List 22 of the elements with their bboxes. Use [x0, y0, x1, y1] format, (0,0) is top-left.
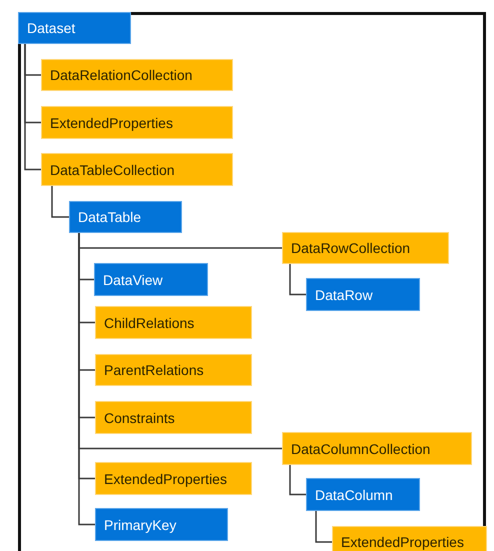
class-box: ExtendedProperties: [96, 463, 251, 494]
class-box: DataColumn: [307, 479, 419, 510]
class-box: DataRow: [307, 279, 419, 310]
connector-line: [289, 263, 307, 296]
connector-line: [289, 464, 307, 496]
connector-line: [24, 43, 42, 170]
connector-line: [315, 510, 333, 543]
class-box: Dataset: [19, 13, 130, 43]
class-box: DataRelationCollection: [42, 60, 232, 90]
class-box: PrimaryKey: [96, 509, 227, 540]
connector-line: [51, 185, 70, 218]
class-box: DataRowCollection: [283, 233, 448, 263]
class-box: ParentRelations: [96, 355, 251, 385]
class-box: ExtendedProperties: [42, 107, 232, 138]
class-box: DataView: [95, 264, 207, 295]
class-box: ChildRelations: [96, 307, 251, 338]
class-box: Constraints: [96, 402, 251, 433]
class-box: DataTable: [70, 202, 181, 232]
class-box: DataColumnCollection: [283, 433, 471, 464]
connector-line: [78, 232, 96, 526]
class-box: DataTableCollection: [42, 154, 232, 185]
class-box: ExtendedProperties: [333, 527, 486, 551]
